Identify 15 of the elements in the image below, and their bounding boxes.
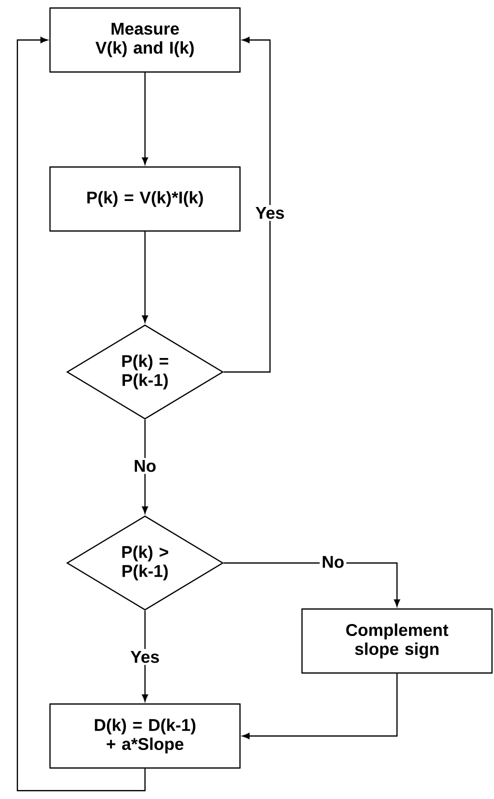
process-box: D(k) = D(k-1) + a*Slope — [49, 703, 241, 769]
process-box: P(k) = V(k)*I(k) — [49, 166, 241, 232]
edge-label: Yes — [128, 649, 162, 665]
arrow — [224, 562, 400, 607]
edge-label: Yes — [253, 205, 287, 221]
arrow — [142, 420, 148, 514]
edge-label: No — [320, 554, 346, 570]
arrow — [242, 674, 398, 740]
process-box: Measure V(k) and I(k) — [49, 7, 241, 73]
arrow — [142, 232, 148, 323]
arrow — [16, 36, 146, 792]
arrow — [142, 72, 148, 165]
arrow — [224, 36, 271, 373]
process-box: Complement slope sign — [301, 608, 493, 674]
edge-label: No — [132, 458, 158, 474]
